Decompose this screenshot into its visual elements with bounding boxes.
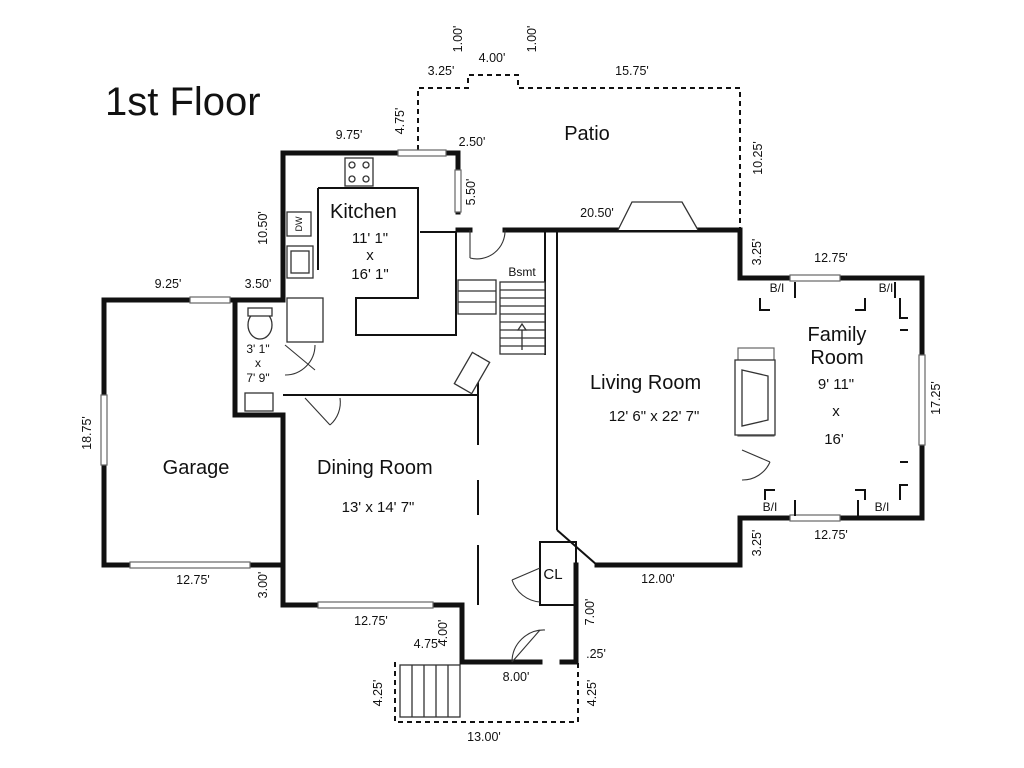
dim-patio-bump-width: 4.00': [479, 51, 506, 65]
stove-range: [344, 157, 374, 187]
bath-dim-x: x: [255, 356, 261, 370]
stair-landing: [457, 279, 497, 315]
dim-family-offset-top: 3.25': [750, 239, 764, 266]
dim-patio-top-right: 15.75': [615, 64, 649, 78]
dim-kitchen-top: 9.75': [336, 128, 363, 142]
dim-entry-left-top: 4.75': [414, 637, 441, 651]
living-room-label: Living Room: [590, 372, 701, 394]
dim-stoop-right: 4.25': [585, 680, 599, 707]
bath-dim2: 7' 9": [246, 371, 269, 385]
dim-stoop-bottom: 13.00': [467, 730, 501, 744]
family-room-dim2: 16': [824, 431, 844, 448]
dim-patio-depth: 10.25': [751, 141, 765, 175]
family-room-dim1: 9' 11": [818, 376, 854, 393]
built-in-top-right: B/I: [879, 281, 894, 295]
dining-room-label: Dining Room: [317, 457, 433, 479]
dimension-labels: 3.25' 1.00' 4.00' 1.00' 15.75' 4.75' 10.…: [80, 26, 943, 744]
patio-bay: [617, 201, 699, 231]
bath-dim1: 3' 1": [246, 342, 269, 356]
patio-outline: [417, 74, 741, 230]
family-room-label-1: Family: [808, 324, 867, 346]
dim-entry-right-small: .25': [586, 647, 606, 661]
dim-patio-bump-left: 1.00': [451, 26, 465, 53]
kitchen-sink-basin: [290, 250, 310, 274]
kitchen-dim1: 11' 1": [352, 230, 388, 247]
laundry-counter: [286, 297, 324, 343]
built-in-bottom-left: B/I: [763, 500, 778, 514]
basement-label: Bsmt: [508, 265, 536, 279]
closet-label: CL: [543, 566, 562, 583]
dim-entry-right: 7.00': [583, 599, 597, 626]
toilet-tank: [247, 307, 273, 317]
dim-dining-bottom: 12.75': [354, 614, 388, 628]
kitchen-dim-x: x: [366, 247, 374, 264]
dim-kitchen-left: 10.50': [256, 211, 270, 245]
family-room-brackets: [759, 282, 908, 516]
exterior-walls: [101, 150, 925, 665]
dim-patio-notch-depth: 5.50': [464, 179, 478, 206]
garage-label: Garage: [163, 457, 230, 479]
patio-label: Patio: [564, 123, 610, 145]
built-in-top-left: B/I: [770, 281, 785, 295]
family-room-label-2: Room: [810, 347, 863, 369]
dim-entry-bottom: 8.00': [503, 670, 530, 684]
dishwasher: [286, 211, 312, 237]
dim-bath-top: 3.50': [245, 277, 272, 291]
dishwasher-label: DW: [294, 216, 304, 231]
dim-front-left: 3.00': [256, 572, 270, 599]
stair-lower: [453, 351, 491, 395]
dim-living-bottom: 12.00': [641, 572, 675, 586]
stoop-outline: [394, 662, 579, 723]
windows: [100, 149, 926, 609]
dim-patio-bump-right: 1.00': [525, 26, 539, 53]
family-room-dim-x: x: [832, 403, 840, 420]
dim-garage-side: 18.75': [80, 416, 94, 450]
kitchen-label: Kitchen: [330, 201, 397, 223]
dim-garage-bottom: 12.75': [176, 573, 210, 587]
dim-living-top: 20.50': [580, 206, 614, 220]
dim-family-bottom: 12.75': [814, 528, 848, 542]
basement-stairs: [499, 281, 546, 355]
dim-stoop-left: 4.25': [371, 680, 385, 707]
built-in-bottom-right: B/I: [875, 500, 890, 514]
dim-patio-notch-width: 2.50': [459, 135, 486, 149]
dim-family-offset-bottom: 3.25': [750, 530, 764, 557]
dining-room-dims: 13' x 14' 7": [342, 499, 415, 516]
dim-family-top: 12.75': [814, 251, 848, 265]
dim-entry-left: 4.00': [436, 620, 450, 647]
page-title: 1st Floor: [105, 80, 261, 124]
dim-family-right: 17.25': [929, 381, 943, 415]
living-room-dims: 12' 6" x 22' 7": [609, 408, 700, 425]
fireplace: [734, 359, 776, 436]
dim-patio-top-left: 3.25': [428, 64, 455, 78]
bath-sink: [244, 392, 274, 412]
door-swings: [284, 229, 771, 663]
dim-patio-side-left: 4.75': [393, 108, 407, 135]
stoop-steps: [399, 664, 461, 718]
kitchen-dim2: 16' 1": [351, 266, 388, 283]
dim-garage-top: 9.25': [155, 277, 182, 291]
